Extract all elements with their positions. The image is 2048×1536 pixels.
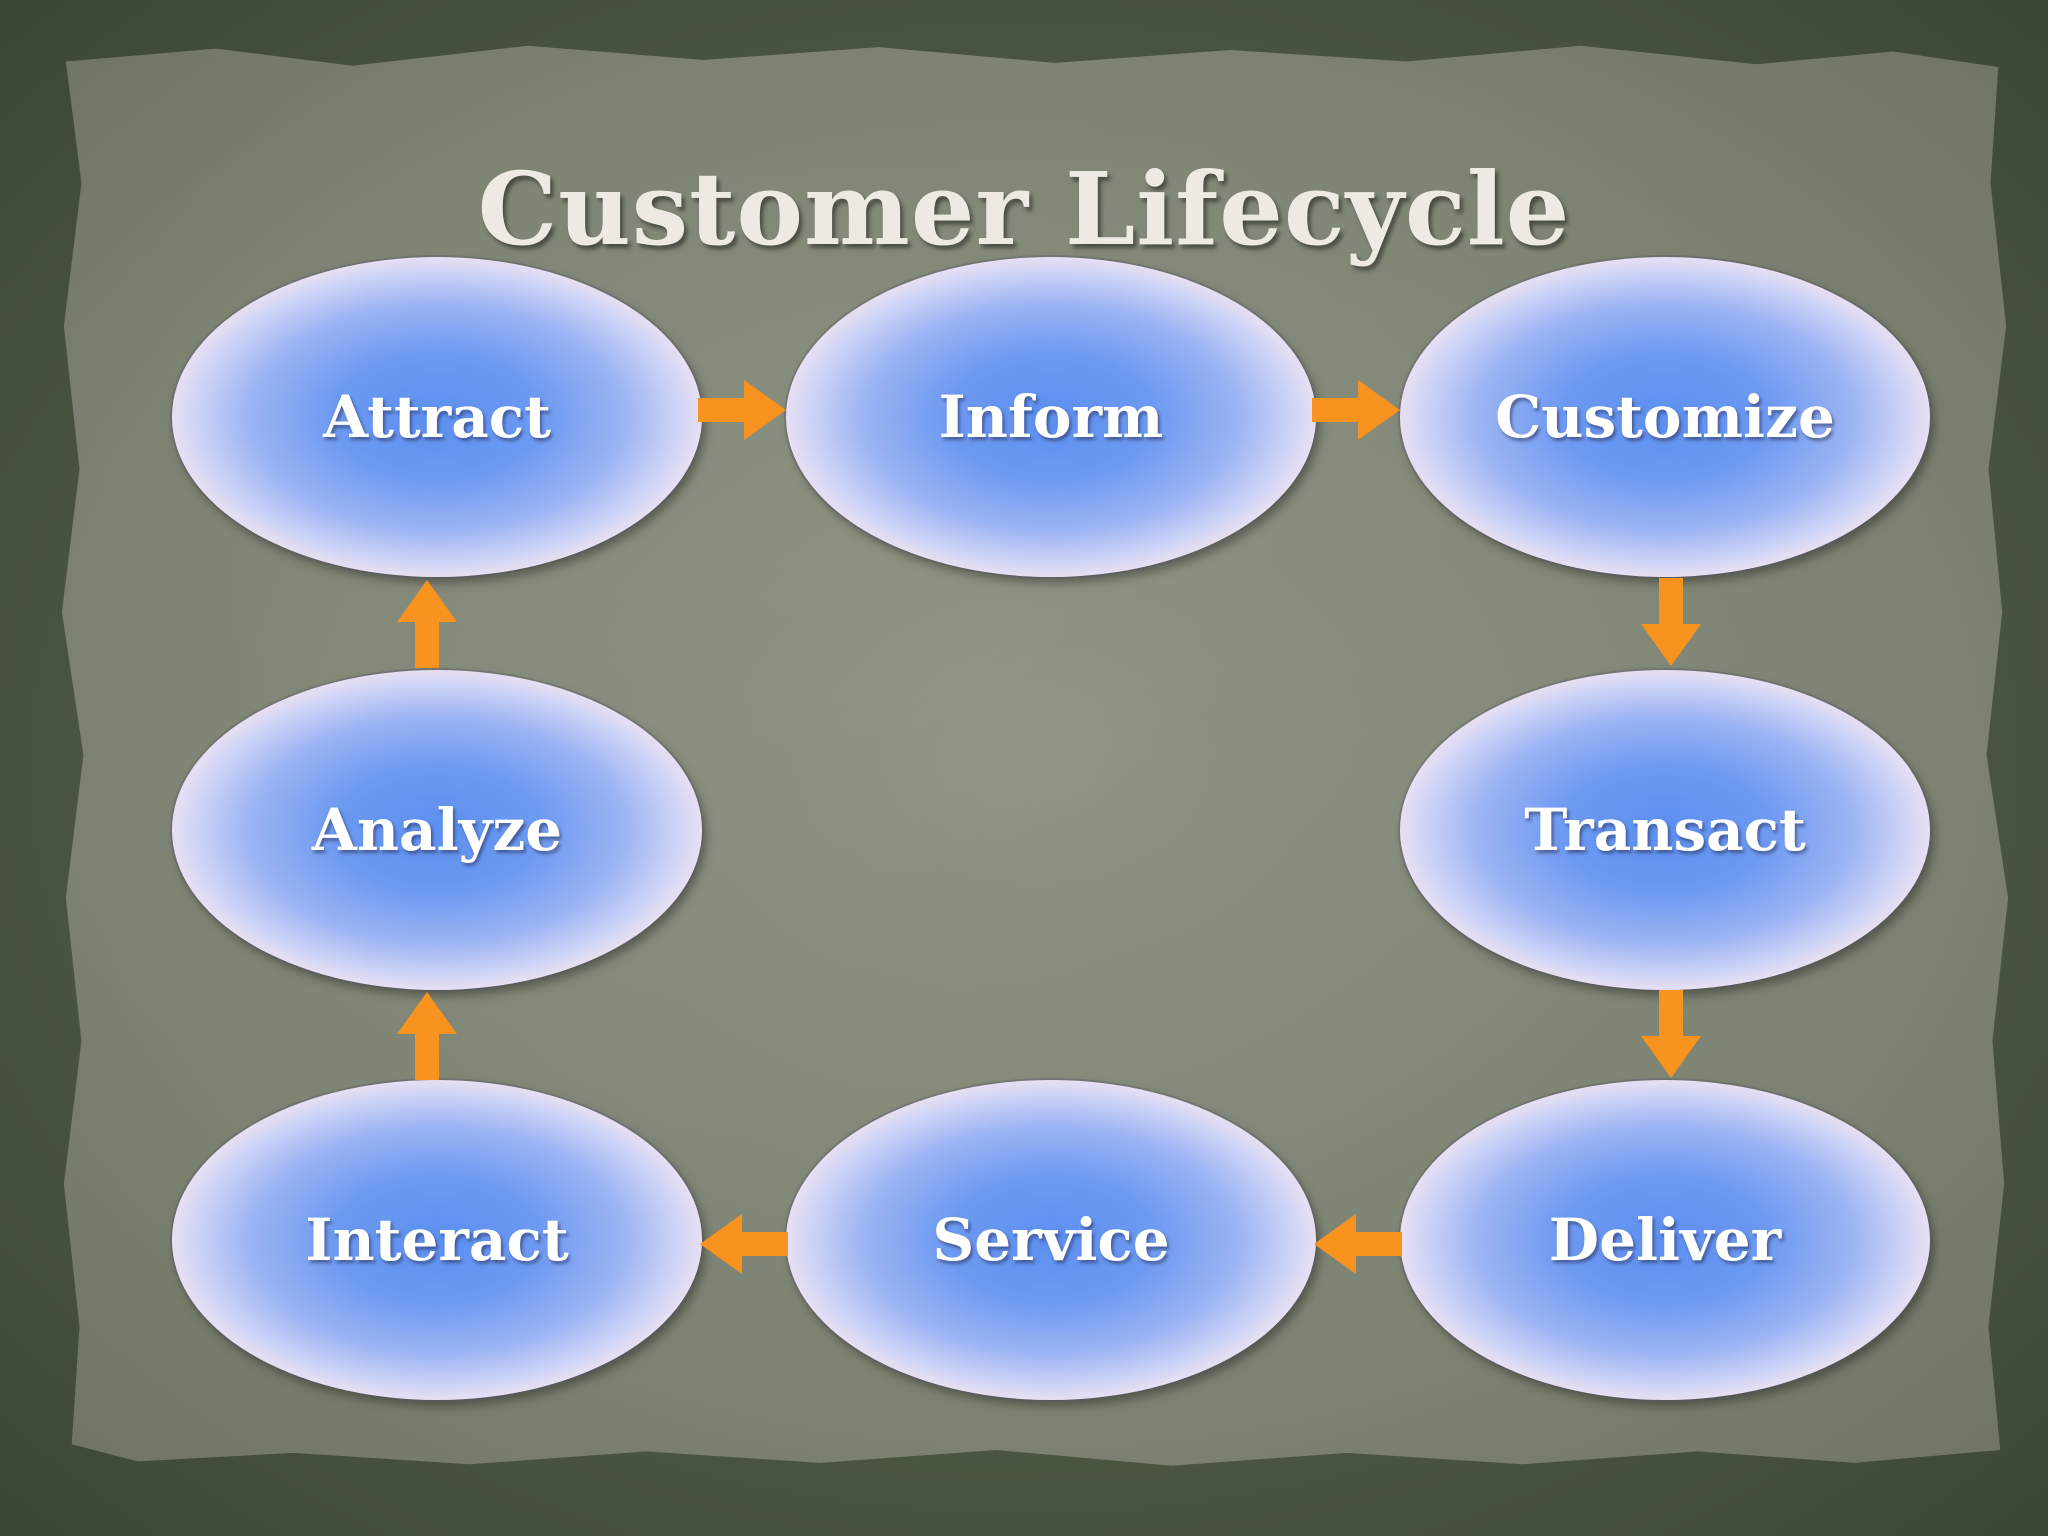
- node-deliver: Deliver: [1400, 1080, 1930, 1400]
- arrow-customize-to-transact: [1641, 578, 1701, 666]
- node-transact: Transact: [1400, 670, 1930, 990]
- node-customize: Customize: [1400, 257, 1930, 577]
- arrow-interact-to-analyze: [397, 992, 457, 1080]
- node-service: Service: [786, 1080, 1316, 1400]
- arrow-left-icon: [700, 1214, 788, 1274]
- arrow-analyze-to-attract: [397, 580, 457, 668]
- arrow-up-icon: [397, 992, 457, 1080]
- node-attract: Attract: [172, 257, 702, 577]
- arrow-service-to-interact: [700, 1214, 788, 1274]
- arrow-right-icon: [698, 380, 786, 440]
- node-analyze: Analyze: [172, 670, 702, 990]
- diagram-title: Customer Lifecycle: [477, 150, 1571, 268]
- arrow-down-icon: [1641, 578, 1701, 666]
- arrow-right-icon: [1312, 380, 1400, 440]
- node-label-analyze: Analyze: [311, 796, 563, 864]
- arrow-inform-to-customize: [1312, 380, 1400, 440]
- node-label-deliver: Deliver: [1548, 1206, 1782, 1274]
- node-label-inform: Inform: [938, 383, 1164, 451]
- node-label-customize: Customize: [1495, 383, 1835, 451]
- node-interact: Interact: [172, 1080, 702, 1400]
- node-label-attract: Attract: [323, 383, 551, 451]
- arrow-transact-to-deliver: [1641, 990, 1701, 1078]
- node-label-service: Service: [932, 1206, 1170, 1274]
- arrow-deliver-to-service: [1314, 1214, 1402, 1274]
- arrow-left-icon: [1314, 1214, 1402, 1274]
- arrow-attract-to-inform: [698, 380, 786, 440]
- arrow-up-icon: [397, 580, 457, 668]
- node-inform: Inform: [786, 257, 1316, 577]
- node-label-transact: Transact: [1524, 796, 1806, 864]
- node-label-interact: Interact: [305, 1206, 569, 1274]
- arrow-down-icon: [1641, 990, 1701, 1078]
